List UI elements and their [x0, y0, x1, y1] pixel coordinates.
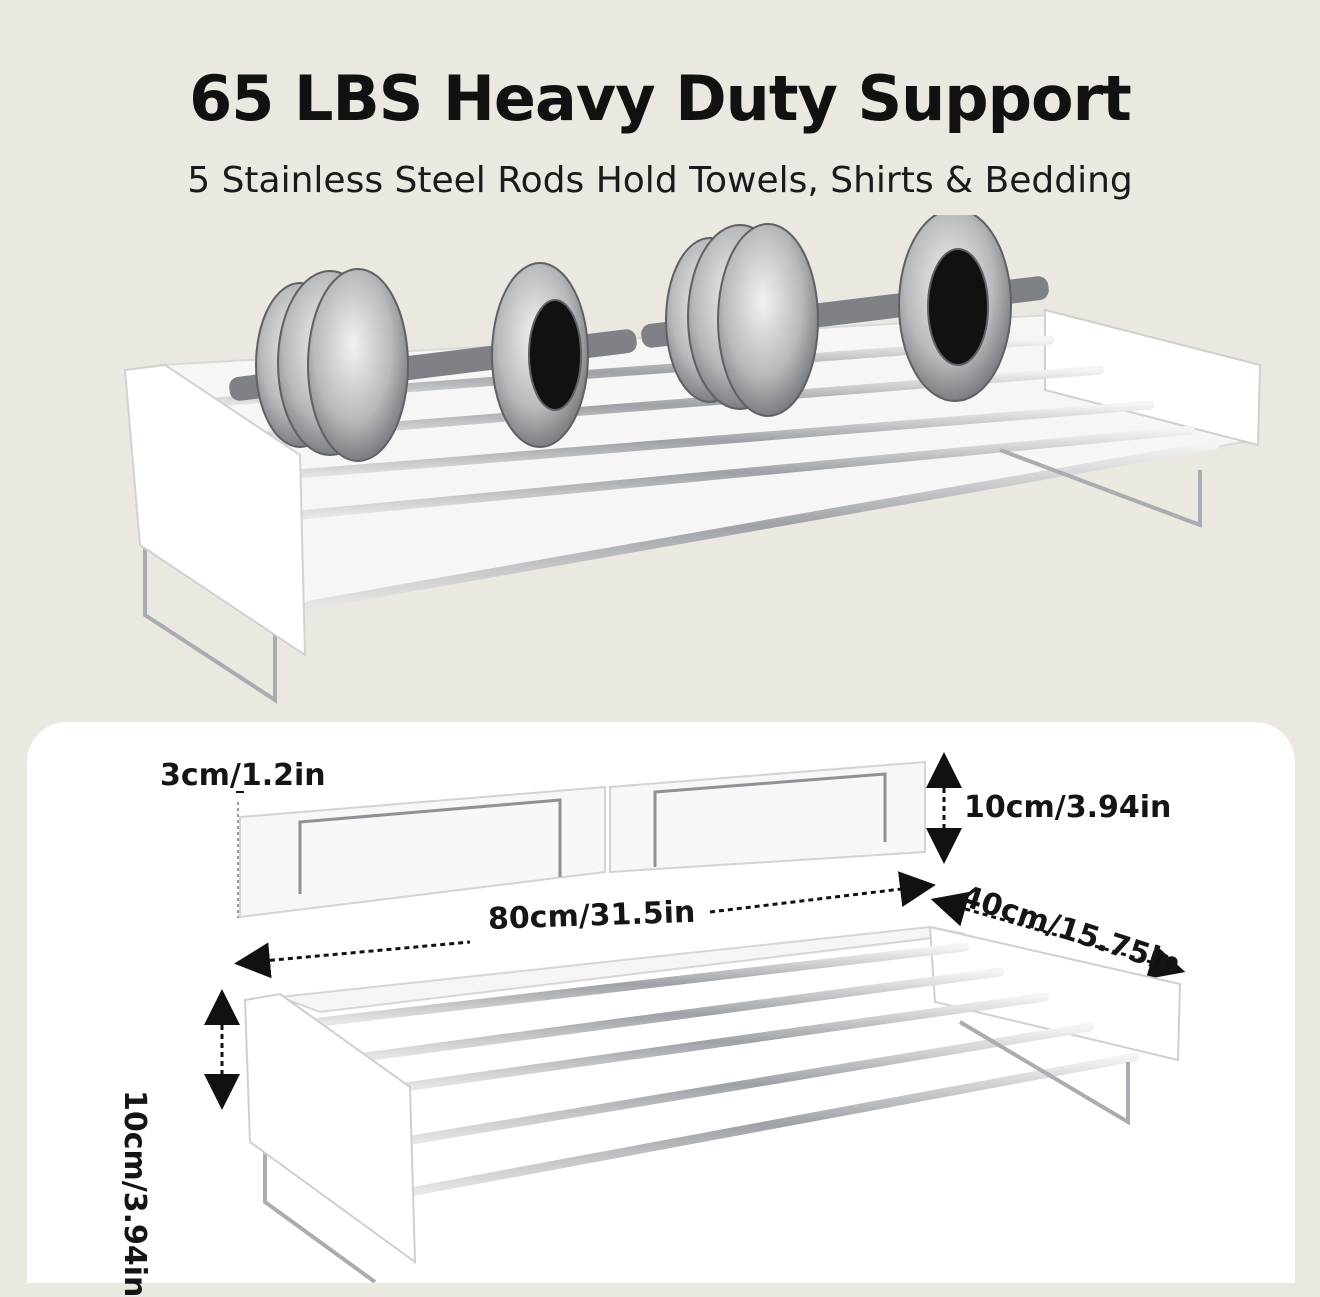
- thickness-label: 3cm/1.2in: [160, 758, 326, 793]
- rack-with-dumbbells-illustration: [123, 215, 1262, 704]
- subheadline: 5 Stainless Steel Rods Hold Towels, Shir…: [187, 160, 1133, 201]
- open-rack-view: [243, 925, 1182, 1283]
- folded-height-label: 10cm/3.94in: [964, 790, 1172, 825]
- side-height-label: 10cm/3.94in: [117, 1090, 152, 1297]
- folded-rack-view: [237, 760, 926, 919]
- dimensions-illustration: [204, 752, 1186, 1283]
- headline: 65 LBS Heavy Duty Support: [189, 62, 1132, 135]
- length-label: 80cm/31.5in: [487, 894, 696, 937]
